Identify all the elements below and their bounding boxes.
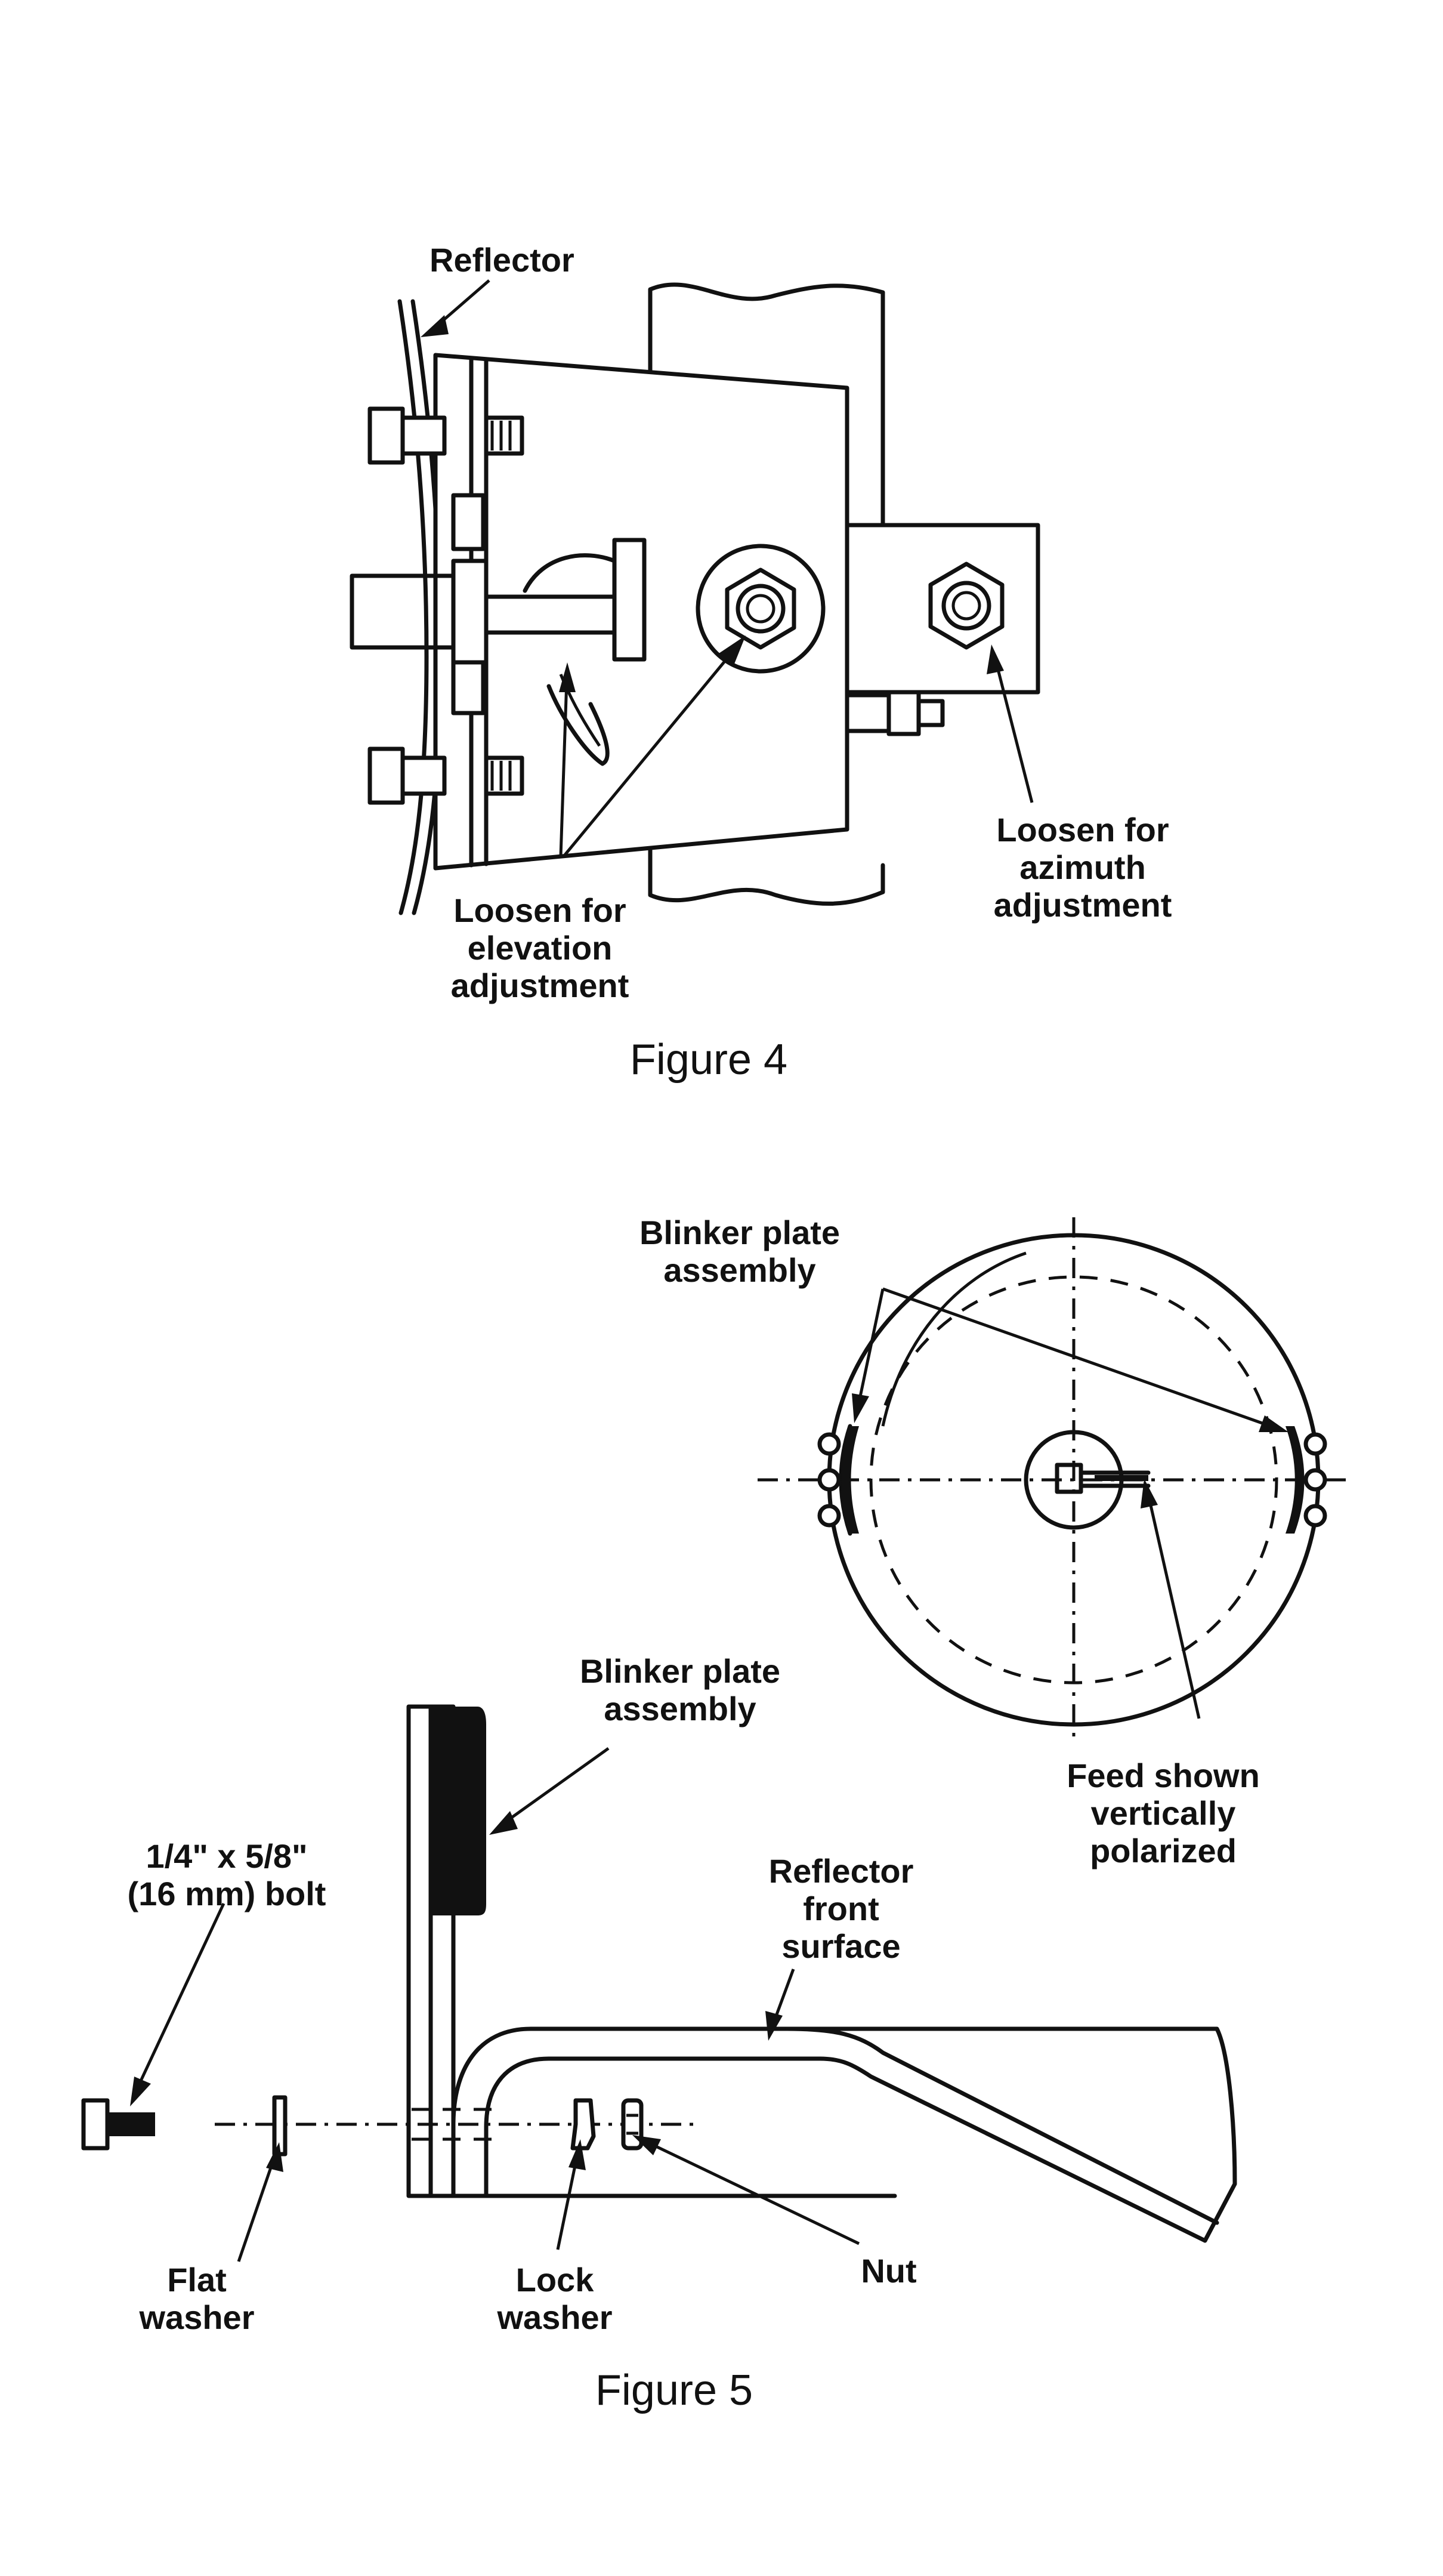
feed-support-rod [350,538,647,665]
svg-text:polarized: polarized [1090,1832,1237,1869]
bolt [81,2098,155,2151]
figure-5-front-view: Blinker plate assembly Feed shown vertic… [639,1214,1354,1869]
svg-text:adjustment: adjustment [994,886,1172,924]
figure-5-side-leaders [130,1747,860,2262]
svg-text:Loosen for: Loosen for [996,811,1169,849]
reflector-side [451,2026,1237,2243]
blinker-side-label: Blinker plate assembly [580,1652,780,1727]
azimuth-bolt [928,562,1005,650]
svg-text:adjustment: adjustment [451,967,629,1004]
reflector-label: Reflector [429,241,574,279]
svg-text:assembly: assembly [663,1251,815,1289]
svg-text:Blinker plate: Blinker plate [639,1214,840,1251]
elevation-bolt [696,544,826,674]
svg-text:assembly: assembly [604,1690,756,1727]
svg-text:Blinker plate: Blinker plate [580,1652,780,1690]
figure-5-front-leaders [852,1287,1288,1719]
svg-text:front: front [803,1890,879,1927]
flat-washer-label: Flat washer [139,2261,255,2336]
lock-washer-label: Lock washer [497,2261,613,2336]
svg-text:Reflector: Reflector [769,1852,914,1890]
feed-label: Feed shown vertically polarized [1067,1757,1260,1869]
reflector-front-label: Reflector front surface [769,1852,914,1965]
blinker-top-label: Blinker plate assembly [639,1214,840,1289]
figure-5-side-view: Blinker plate assembly 1/4" x 5/8" (16 m… [81,1652,1237,2414]
nut-label: Nut [861,2252,916,2290]
mast-pipe [648,282,885,906]
svg-text:vertically: vertically [1091,1794,1236,1832]
elevation-label: Loosen for elevation adjustment [451,891,629,1004]
feed-horn [1055,1463,1151,1494]
svg-text:surface: surface [781,1927,900,1965]
figure-5-caption: Figure 5 [595,2367,753,2414]
blinker-plate-left [817,1424,859,1536]
svg-text:washer: washer [139,2299,255,2336]
bolt-label: 1/4" x 5/8" (16 mm) bolt [128,1837,326,1912]
svg-text:elevation: elevation [468,929,613,967]
svg-text:azimuth: azimuth [1019,849,1146,886]
figure-4-caption: Figure 4 [630,1036,787,1084]
flat-washer [272,2095,288,2157]
clamp-bolt-stub [845,690,945,736]
svg-text:Feed shown: Feed shown [1067,1757,1260,1794]
svg-text:Flat: Flat [167,2261,227,2299]
blinker-plate-side [406,1704,495,2198]
figure-4-leaders [421,279,1034,857]
reflector-bolts [367,406,524,805]
lock-washer [570,2098,596,2151]
azimuth-label: Loosen for azimuth adjustment [994,811,1172,924]
svg-text:1/4" x 5/8": 1/4" x 5/8" [146,1837,307,1875]
svg-text:Loosen for: Loosen for [453,891,626,929]
svg-text:Lock: Lock [516,2261,595,2299]
svg-text:washer: washer [497,2299,613,2336]
figure-4: Reflector Loosen for elevation adjustmen… [350,241,1172,1084]
blinker-plate-right [1286,1426,1327,1534]
svg-text:(16 mm) bolt: (16 mm) bolt [128,1875,326,1912]
